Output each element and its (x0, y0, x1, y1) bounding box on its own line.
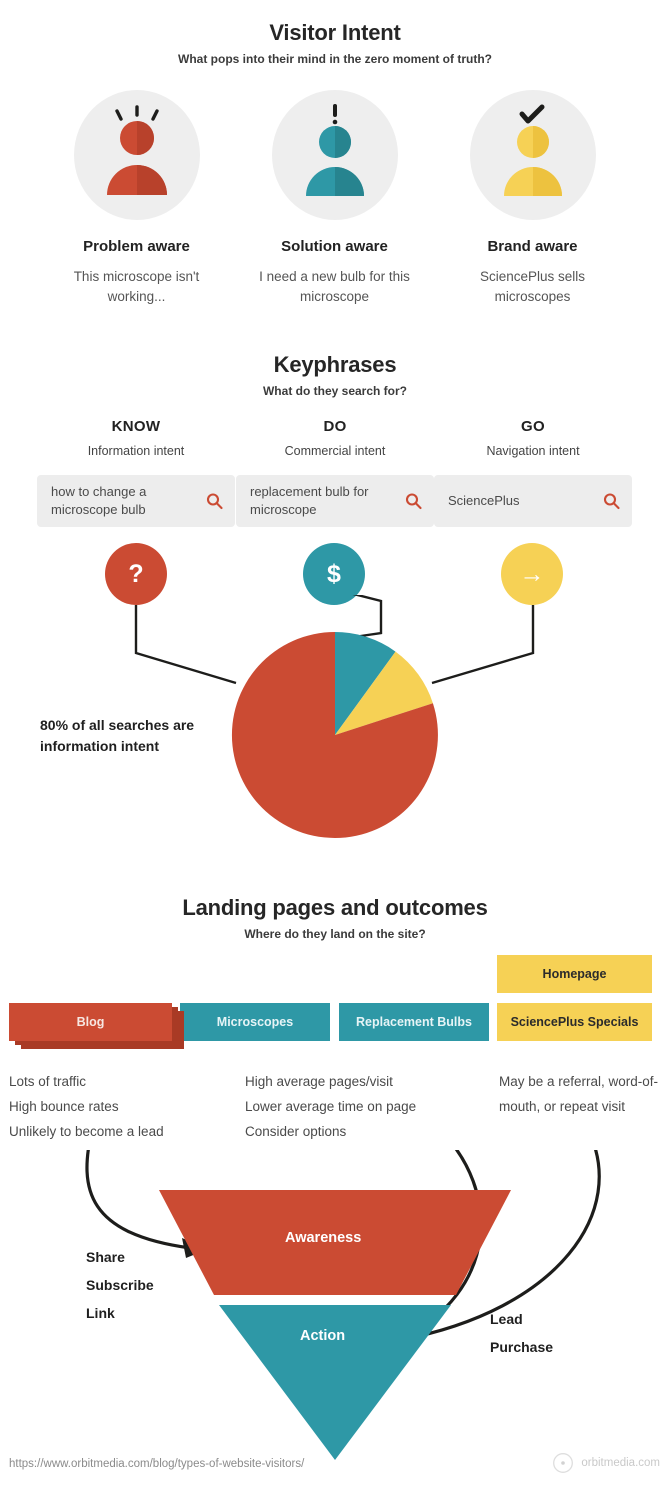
keyphrase-intent: Navigation intent (486, 444, 580, 458)
text-line: Link (86, 1305, 115, 1321)
connector-know (134, 605, 237, 685)
persona-card-problem-aware: Problem aware This microscope isn't work… (25, 90, 248, 308)
text-line: Unlikely to become a lead (9, 1123, 164, 1139)
keyphrase-column-go: GO Navigation intent SciencePlus (434, 418, 632, 527)
text-line: Purchase (490, 1339, 554, 1355)
persona-quote: SciencePlus sells microscopes (479, 269, 586, 305)
keyphrases-subtitle: What do they search for? (262, 384, 408, 398)
keyphrase-column-do: DO Commercial intent replacement bulb fo… (236, 418, 434, 527)
search-query-text: SciencePlus (448, 493, 520, 509)
keyphrases-title: Keyphrases (273, 352, 397, 377)
search-icon (206, 493, 223, 510)
search-query-text: how to change a microscope bulb (51, 484, 147, 517)
funnel-label-awareness: Awareness (285, 1230, 362, 1246)
text-line: Lower average time on page (245, 1098, 417, 1114)
keyphrase-column-know: KNOW Information intent how to change a … (37, 418, 235, 527)
landing-tab-homepage[interactable]: Homepage (497, 955, 652, 993)
search-icon (405, 493, 422, 510)
pie-slice-go (335, 651, 433, 735)
outcome-list-brand: May be a referral, word-of-mouth, or rep… (499, 1074, 659, 1114)
intent-badge-know: ? (105, 543, 167, 605)
text-line: Lots of traffic (9, 1074, 87, 1089)
keyphrase-intent: Commercial intent (284, 444, 386, 458)
landing-tab-microscopes[interactable]: Microscopes (180, 1003, 330, 1041)
text-line: High bounce rates (9, 1098, 119, 1114)
persona-quote: This microscope isn't working... (73, 269, 200, 305)
keyphrase-key: GO (521, 418, 545, 435)
landing-tab-replacement-bulbs[interactable]: Replacement Bulbs (339, 1003, 489, 1041)
keyphrase-key: DO (323, 418, 347, 435)
keyphrase-intent: Information intent (87, 444, 185, 458)
person-brand-icon (503, 104, 562, 196)
text-line: High average pages/visit (245, 1074, 393, 1089)
search-icon (603, 493, 620, 510)
orbitmedia-logo: orbitmedia.com (552, 1452, 660, 1474)
text-line: Lead (490, 1311, 523, 1327)
persona-name: Solution aware (281, 238, 388, 255)
persona-name: Brand aware (487, 238, 578, 255)
landing-pages-subtitle: Where do they land on the site? (244, 927, 426, 941)
persona-quote: I need a new bulb for this microscope (259, 269, 410, 305)
funnel-stage-awareness (159, 1190, 511, 1295)
pie-slice-know (231, 632, 438, 838)
text-line: Share (86, 1249, 125, 1265)
search-input-do[interactable]: replacement bulb for microscope (236, 475, 434, 527)
landing-pages-title: Landing pages and outcomes (182, 895, 488, 920)
orbit-icon (553, 1453, 574, 1473)
source-url[interactable]: https://www.orbitmedia.com/blog/types-of… (9, 1458, 305, 1470)
funnel-label-action: Action (300, 1328, 346, 1344)
person-solution-icon (305, 104, 364, 196)
brand-name: orbitmedia.com (581, 1457, 660, 1469)
connector-do (352, 595, 383, 639)
persona-avatar-disc (271, 90, 398, 220)
intent-pie-chart (134, 595, 535, 838)
search-query-text: replacement bulb for microscope (250, 484, 369, 517)
keyphrase-key: KNOW (111, 418, 161, 435)
pie-annotation: 80% of all searches are information inte… (40, 717, 195, 754)
search-input-know[interactable]: how to change a microscope bulb (37, 475, 235, 527)
funnel-stage-action (219, 1305, 451, 1460)
persona-card-solution-aware: Solution aware I need a new bulb for thi… (223, 90, 446, 308)
conversion-funnel (85, 1150, 601, 1460)
landing-tab-blog[interactable]: Blog (9, 1003, 172, 1041)
persona-name: Problem aware (83, 238, 190, 255)
pie-slice-do (335, 632, 396, 735)
landing-tab-scienceplus-specials[interactable]: SciencePlus Specials (497, 1003, 652, 1041)
connector-go (431, 605, 535, 685)
visitor-intent-subtitle: What pops into their mind in the zero mo… (178, 52, 492, 66)
text-line: Consider options (245, 1123, 347, 1139)
person-problem-icon (106, 105, 167, 195)
persona-avatar-disc (73, 90, 200, 220)
arrow-curve-right-outer (399, 1150, 601, 1342)
search-input-go[interactable]: SciencePlus (434, 475, 632, 527)
text-line: Subscribe (86, 1277, 154, 1293)
persona-card-brand-aware: Brand aware SciencePlus sells microscope… (421, 90, 644, 308)
persona-avatar-disc (469, 90, 596, 220)
pie-slices (231, 632, 438, 838)
intent-badge-go: → (501, 543, 563, 605)
visitor-intent-title: Visitor Intent (269, 20, 401, 45)
arrow-curve-left (85, 1150, 191, 1250)
